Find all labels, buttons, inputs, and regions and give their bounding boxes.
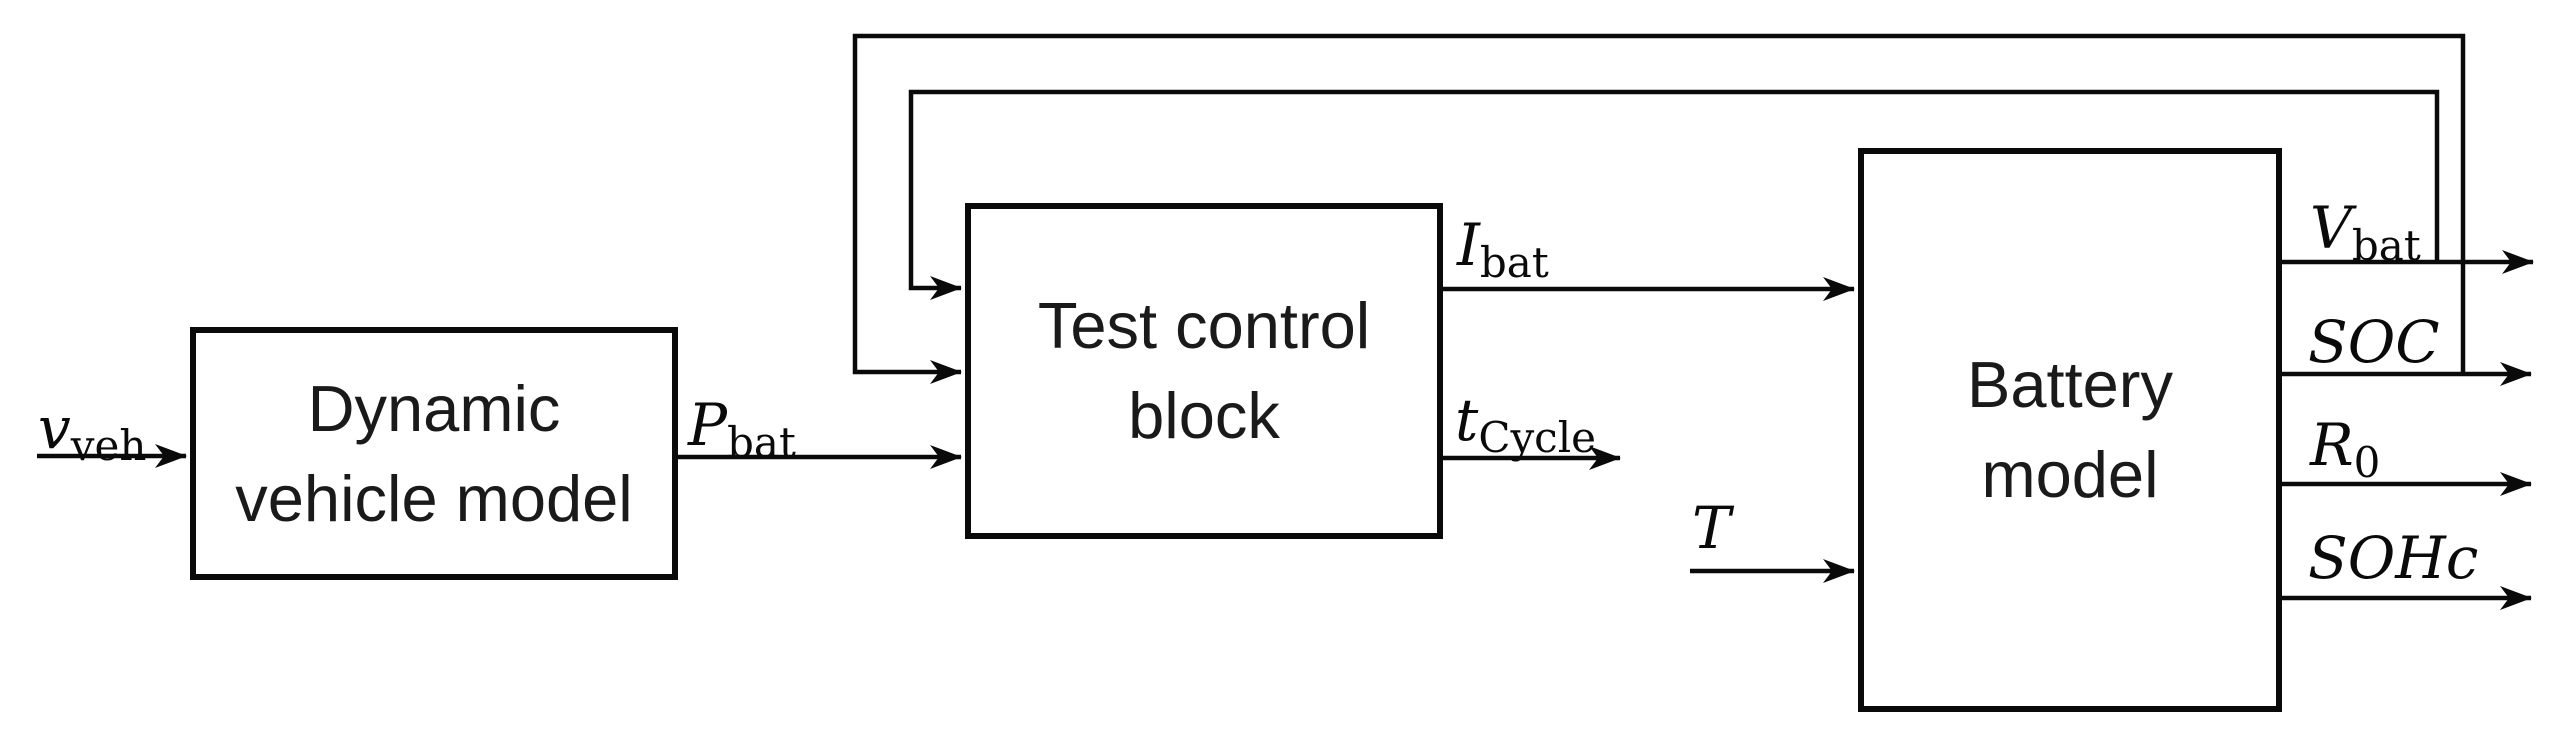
battery-model-block: Battery model <box>1858 148 2282 712</box>
dynamic-vehicle-model-label-line2: vehicle model <box>235 461 633 535</box>
i-bat-signal-label: Ibat <box>1457 211 1549 287</box>
test-control-label-line2: block <box>1128 379 1280 452</box>
soc-feedback-line <box>852 33 2466 384</box>
test-control-block: Test control block <box>965 203 1443 539</box>
v-bat-feedback-line <box>908 89 2440 300</box>
r0-signal-label: R0 <box>2310 411 2381 487</box>
battery-model-label-line2: model <box>1981 438 2159 511</box>
sohc-signal-label: SOHc <box>2308 524 2479 592</box>
t-cycle-signal-label: tCycle <box>1455 386 1596 462</box>
p-bat-signal-label: Pbat <box>688 391 796 467</box>
v-bat-signal-label: Vbat <box>2310 194 2421 270</box>
battery-model-label-line1: Battery <box>1967 348 2173 421</box>
dynamic-vehicle-model-label-line1: Dynamic <box>307 371 561 445</box>
test-control-label-line1: Test control <box>1037 289 1371 362</box>
temperature-signal-label: T <box>1692 494 1731 562</box>
v-veh-signal-label: vveh <box>38 394 147 470</box>
dynamic-vehicle-model-block: Dynamic vehicle model <box>190 327 678 580</box>
soc-signal-label: SOC <box>2308 308 2440 376</box>
